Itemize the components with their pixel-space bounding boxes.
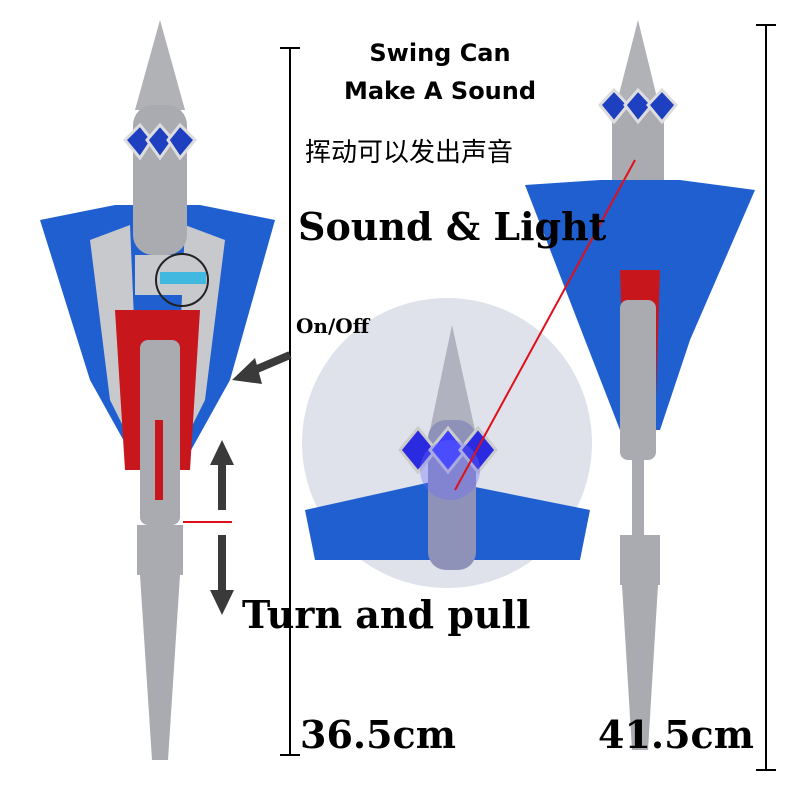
light-closeup-inset <box>302 298 592 588</box>
feature-label: Sound & Light <box>298 204 607 249</box>
measure-line-right <box>756 24 776 771</box>
instruction-label: Turn and pull <box>242 592 531 637</box>
on-off-arrow-icon <box>232 351 292 384</box>
toy-extended <box>525 20 755 750</box>
length-extended-label: 41.5cm <box>598 712 754 757</box>
length-closed-label: 36.5cm <box>300 712 456 757</box>
caption-line-2: Make A Sound <box>343 77 537 105</box>
toy-closed <box>40 20 275 760</box>
measure-line-left <box>280 47 300 756</box>
switch-label: On/Off <box>296 314 370 338</box>
chinese-caption: 挥动可以发出声音 <box>305 138 514 168</box>
caption-line-1: Swing Can <box>369 39 511 67</box>
turn-pull-arrow-icon <box>210 440 234 615</box>
pointer-line <box>454 159 636 491</box>
